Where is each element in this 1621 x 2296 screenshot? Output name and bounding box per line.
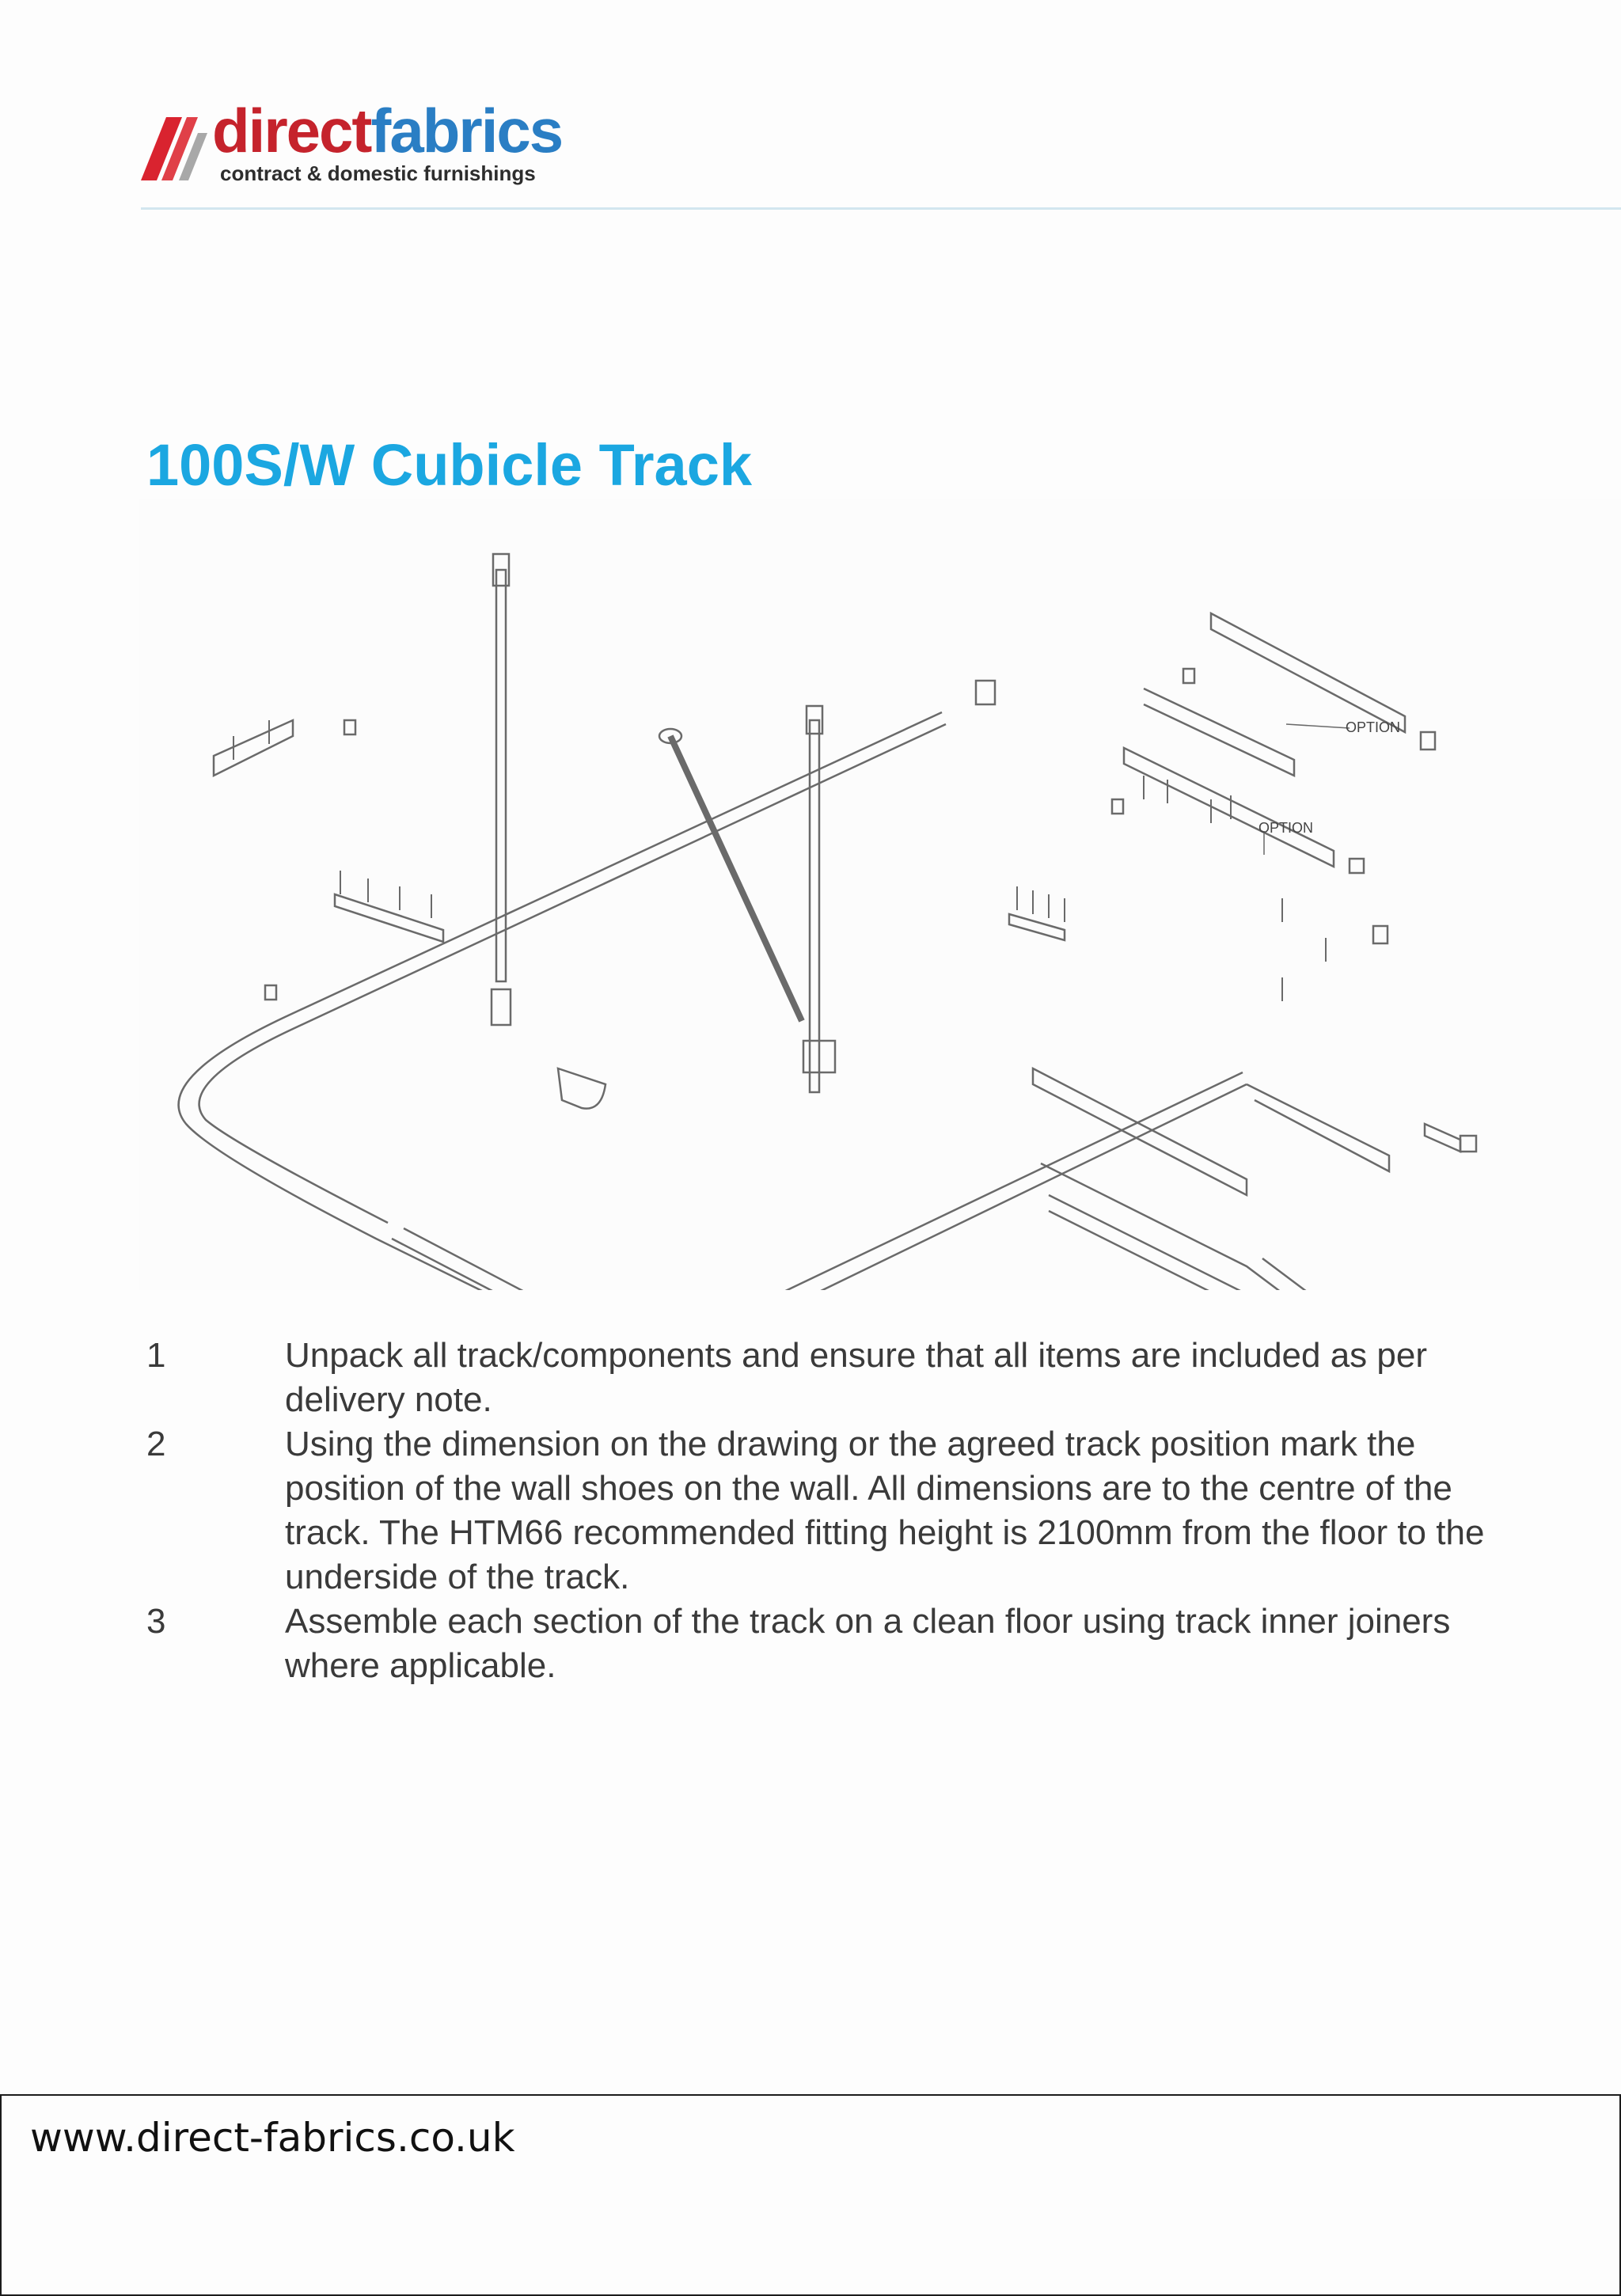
step-number: 3 (146, 1602, 166, 1641)
track-lower-run (391, 1083, 1247, 1290)
list-item: 3 Assemble each section of the track on … (146, 1600, 1492, 1688)
ceiling-bracket-mid (333, 893, 445, 943)
list-item: 2 Using the dimension on the drawing or … (146, 1422, 1492, 1600)
step-text: Using the dimension on the drawing or th… (285, 1425, 1485, 1596)
logo-tagline: contract & domestic furnishings (220, 161, 536, 185)
track-option-2 (1122, 746, 1335, 869)
instruction-steps: 1 Unpack all track/components and ensure… (146, 1334, 1492, 1688)
step-number: 1 (146, 1336, 166, 1375)
step-number: 2 (146, 1425, 166, 1463)
track-t-branch (1031, 1066, 1248, 1197)
option-callout-1: OPTION (1346, 719, 1400, 735)
track-right (1143, 687, 1296, 777)
end-cap (1423, 1122, 1462, 1153)
footer-website-link[interactable]: www.direct-fabrics.co.uk (30, 2115, 515, 2161)
end-stop (556, 1067, 607, 1110)
track-lower-run-inner (403, 1071, 1243, 1290)
page-footer: www.direct-fabrics.co.uk (0, 2094, 1621, 2296)
logo-stripes-icon (141, 117, 207, 180)
track-curve-outer (177, 711, 943, 1290)
step-text: Assemble each section of the track on a … (285, 1602, 1451, 1685)
step-text: Unpack all track/components and ensure t… (285, 1336, 1427, 1419)
track-assembly-diagram: OPTION OPTION (139, 499, 1621, 1290)
page-title: 100S/W Cubicle Track (146, 432, 753, 498)
header-divider (141, 207, 1621, 210)
track-spur (1040, 1162, 1307, 1290)
drop-rod-centre (808, 719, 821, 1094)
list-item: 1 Unpack all track/components and ensure… (146, 1334, 1492, 1422)
track-curve-inner (198, 723, 947, 1224)
ceiling-bracket-left (212, 719, 294, 778)
diagonal-brace (667, 734, 805, 1023)
logo-wordmark: directfabrics (212, 96, 564, 165)
option-callout-2: OPTION (1258, 820, 1313, 836)
track-branch (1246, 1083, 1391, 1174)
company-logo: directfabrics contract & domestic furnis… (141, 100, 564, 188)
ceiling-bracket-right (1008, 913, 1066, 942)
drop-rod-left (495, 568, 507, 983)
track-option (1209, 611, 1407, 734)
track-stub (1048, 1194, 1241, 1290)
